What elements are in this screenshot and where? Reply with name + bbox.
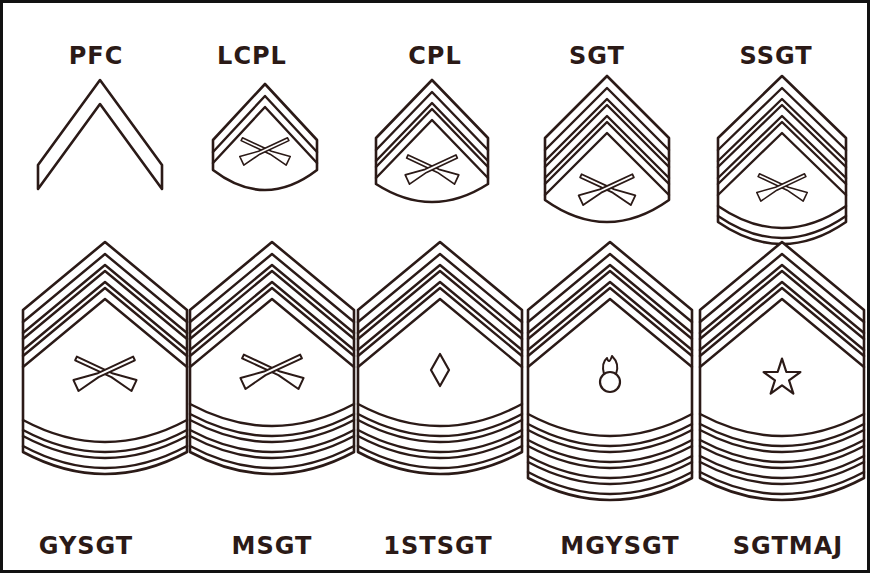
- rifle-symbol: [73, 353, 136, 391]
- rank-label: MGYSGT: [560, 532, 679, 560]
- rifle-symbol: [240, 351, 303, 389]
- rank-insignia: [358, 242, 522, 474]
- rocker-line: [190, 420, 354, 442]
- rocker-line: [358, 436, 522, 458]
- chevron-line: [23, 282, 187, 350]
- rank-emblem: [405, 152, 459, 184]
- rank-insignia: [718, 76, 846, 244]
- chevron-line: [358, 282, 522, 350]
- chevron-line: [718, 105, 846, 167]
- rank-insignia: [545, 76, 669, 222]
- insignia-outline: [528, 242, 692, 500]
- rocker-line: [190, 436, 354, 458]
- insignia-outline: [700, 242, 864, 500]
- rocker-line: [700, 462, 864, 484]
- rocker-line: [700, 414, 864, 436]
- rank-insignia: [528, 242, 692, 500]
- insignia-outline: [545, 76, 669, 222]
- chevron-line: [213, 96, 317, 152]
- rocker-line: [190, 404, 354, 426]
- rifle-symbol: [240, 351, 303, 389]
- chevron-line: [23, 299, 187, 367]
- chevron-line: [545, 99, 669, 161]
- chevron-line: [190, 299, 354, 367]
- rank-label: PFC: [69, 42, 124, 70]
- rank-emblem: [240, 135, 290, 165]
- chevron-line: [718, 88, 846, 150]
- rocker-line: [528, 414, 692, 436]
- insignia-outline: [358, 242, 522, 474]
- rank-insignia: [213, 84, 317, 190]
- rifle-symbol: [240, 135, 290, 165]
- rank-label: SGT: [569, 42, 625, 70]
- rocker-line: [700, 430, 864, 452]
- diamond-symbol: [431, 354, 449, 386]
- insignia-outline: [190, 242, 354, 474]
- rifle-symbol: [757, 171, 807, 201]
- rank-insignia: [38, 80, 162, 189]
- rank-label: GYSGT: [39, 532, 133, 560]
- insignia-outline: [376, 80, 488, 202]
- chevron-line: [718, 122, 846, 184]
- rank-insignia: [700, 242, 864, 500]
- rifle-symbol: [73, 353, 136, 391]
- rank-label: 1STSGT: [383, 532, 492, 560]
- rocker-line: [700, 446, 864, 468]
- chevron-band: [38, 80, 162, 189]
- rifle-symbol: [240, 135, 290, 165]
- rifle-symbol: [579, 171, 636, 205]
- chevron-line: [700, 299, 864, 367]
- chevron-line: [376, 109, 488, 167]
- rocker-line: [528, 430, 692, 452]
- rank-insignia: [376, 80, 488, 202]
- rank-emblem: [600, 356, 620, 392]
- rocker-line: [718, 206, 846, 228]
- rocker-line: [528, 446, 692, 468]
- rocker-line: [358, 404, 522, 426]
- rank-label: LCPL: [217, 42, 287, 70]
- insignia-outline: [718, 76, 846, 244]
- chevron-line: [700, 282, 864, 350]
- bomb-symbol: [600, 372, 620, 392]
- rank-label: SGTMAJ: [733, 532, 843, 560]
- chevron-line: [190, 282, 354, 350]
- chevron-line: [213, 107, 317, 163]
- chevron-line: [718, 99, 846, 161]
- rocker-line: [358, 420, 522, 442]
- star-symbol: [764, 359, 801, 394]
- chevron-line: [376, 103, 488, 161]
- rank-emblem: [73, 353, 136, 391]
- rank-emblem: [764, 359, 801, 394]
- rank-label: SSGT: [739, 42, 812, 70]
- rank-emblem: [579, 171, 636, 205]
- rifle-symbol: [405, 152, 459, 184]
- chevron-line: [528, 299, 692, 367]
- chevron-line: [528, 282, 692, 350]
- rank-emblem: [240, 351, 303, 389]
- rifle-symbol: [757, 171, 807, 201]
- rank-insignia: [23, 242, 187, 474]
- rocker-line: [528, 462, 692, 484]
- chevron-line: [545, 116, 669, 178]
- rank-emblem: [431, 354, 449, 386]
- rank-insignia: [190, 242, 354, 474]
- rifle-symbol: [579, 171, 636, 205]
- rifle-symbol: [405, 152, 459, 184]
- chevron-line: [718, 116, 846, 178]
- chevron-line: [545, 88, 669, 150]
- chevron-line: [545, 122, 669, 184]
- rank-label: MSGT: [232, 532, 313, 560]
- rocker-line: [23, 420, 187, 442]
- rank-emblem: [757, 171, 807, 201]
- rocker-line: [23, 436, 187, 458]
- rank-label: CPL: [408, 42, 462, 70]
- insignia-outline: [23, 242, 187, 474]
- chevron-line: [545, 105, 669, 167]
- insignia-outline: [213, 84, 317, 190]
